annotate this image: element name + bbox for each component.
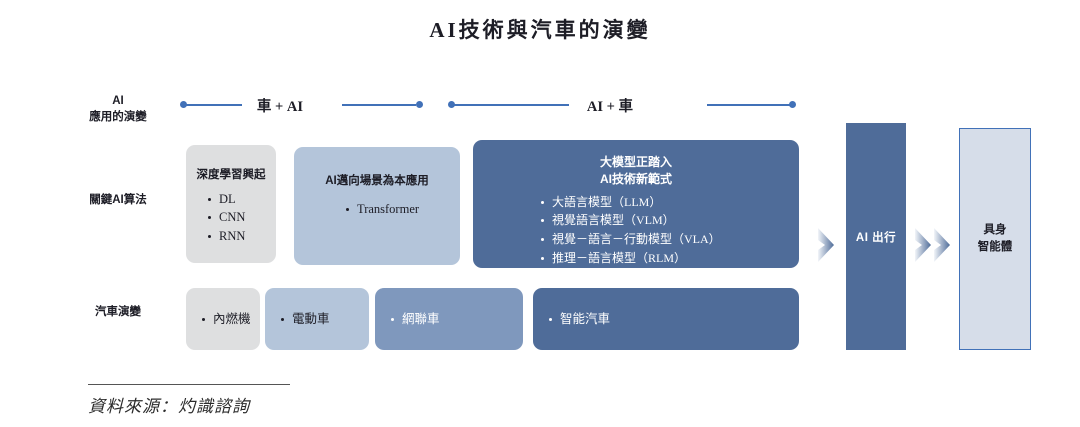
row-label-vehicle-evolution: 汽車演變 [95,306,141,318]
row-label-ai-application-line2: 應用的演變 [89,110,147,123]
list-item: 內燃機 [200,310,260,329]
page-title: AI技術與汽車的演變 [429,18,651,42]
vehicle-box-connected[interactable]: 網聯車 [375,288,523,350]
list-item: Transformer [344,200,460,219]
outcome-box-ai-travel-label: AI 出行 [855,231,897,244]
list-item: 電動車 [279,310,369,329]
list-item: RNN [206,227,276,246]
algorithm-box-title: 深度學習興起 [196,169,266,181]
row-label-key-algorithms: 關鍵AI算法 [89,194,147,206]
source-divider [88,384,290,385]
algorithm-box-title: 大模型正踏入 AI技術新範式 [473,154,799,189]
outcome-box-embodied-label: 具身 智能體 [978,222,1013,257]
outcome-box-embodied-line2: 智能體 [977,241,1013,253]
list-item: 視覺語言模型（VLM） [539,211,799,230]
timeline-segment-right-a [454,104,569,106]
timeline-dot-mid-left [416,101,423,108]
chevron-right-icon [818,228,834,262]
timeline-segment-right-b [707,104,793,106]
list-item: 推理－語言模型（RLM） [539,249,799,268]
list-item: CNN [206,208,276,227]
chevron-right-icon [915,228,931,262]
list-item: DL [206,190,276,209]
vehicle-bullet-list: 內燃機 [186,288,260,329]
list-item: 網聯車 [389,310,523,329]
vehicle-box-electric[interactable]: 電動車 [265,288,369,350]
outcome-box-embodied-intelligence[interactable]: 具身 智能體 [959,128,1031,350]
algorithm-box-scenario-applications[interactable]: AI邁向場景為本應用 Transformer [294,147,460,265]
algorithm-bullet-list: 大語言模型（LLM） 視覺語言模型（VLM） 視覺－語言－行動模型（VLA） 推… [539,193,799,267]
vehicle-box-internal-combustion[interactable]: 內燃機 [186,288,260,350]
vehicle-box-intelligent[interactable]: 智能汽車 [533,288,799,350]
list-item: 視覺－語言－行動模型（VLA） [539,230,799,249]
algorithm-box-title-line2: AI技術新範式 [599,172,672,187]
algorithm-box-deep-learning[interactable]: 深度學習興起 DL CNN RNN [186,145,276,263]
timeline-dot-end [789,101,796,108]
row-label-ai-application-line1: AI [112,95,124,107]
timeline-label-ai-plus-car: AI + 車 [586,99,634,115]
source-note: 資料來源：灼識諮詢 [88,397,250,416]
algorithm-box-title-line1: 大模型正踏入 [599,155,672,169]
chevron-right-icon [934,228,950,262]
vehicle-bullet-list: 網聯車 [375,288,523,329]
algorithm-bullet-list: DL CNN RNN [206,190,276,246]
outcome-box-embodied-line1: 具身 [983,223,1007,236]
vehicle-bullet-list: 電動車 [265,288,369,329]
timeline-segment-left-a [186,104,242,106]
row-label-ai-application: AI 應用的演變 [58,94,178,125]
algorithm-bullet-list: Transformer [344,200,460,219]
outcome-box-ai-travel[interactable]: AI 出行 [846,123,906,350]
timeline-dot-mid-right [448,101,455,108]
timeline-label-car-plus-ai: 車 + AI [256,99,304,115]
algorithm-box-large-models[interactable]: 大模型正踏入 AI技術新範式 大語言模型（LLM） 視覺語言模型（VLM） 視覺… [473,140,799,268]
timeline-segment-left-b [342,104,416,106]
vehicle-bullet-list: 智能汽車 [533,288,799,329]
timeline-dot-start [180,101,187,108]
list-item: 大語言模型（LLM） [539,193,799,212]
list-item: 智能汽車 [547,310,799,329]
algorithm-box-title: AI邁向場景為本應用 [325,175,429,187]
